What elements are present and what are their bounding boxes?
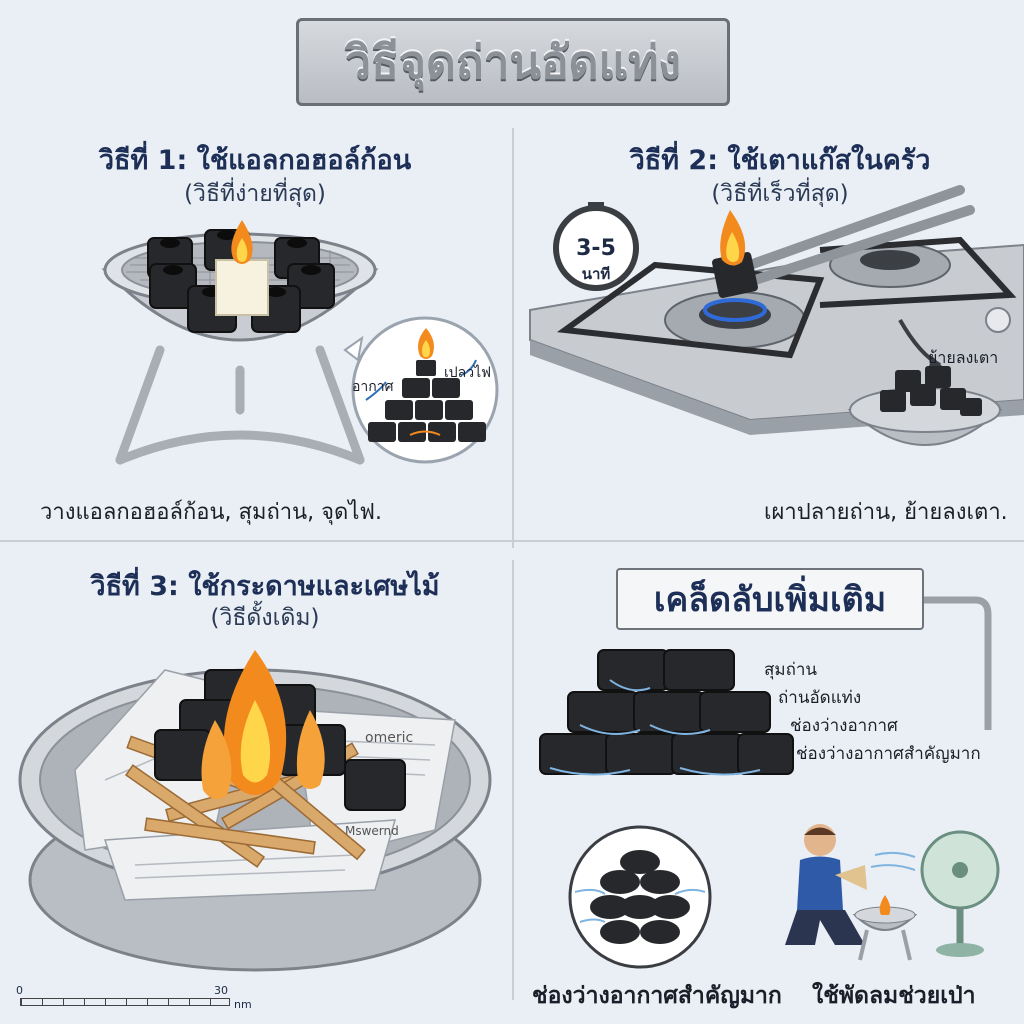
person xyxy=(785,824,867,945)
tips-fan-illustration xyxy=(785,824,1000,961)
burning-briquette xyxy=(712,210,758,298)
method3-illustration: omeric Mswernd xyxy=(18,650,492,972)
method1-caption: วางแอลกอฮอล์ก้อน, สุมถ่าน, จุดไฟ. xyxy=(40,500,382,525)
timer-unit: นาที xyxy=(581,265,611,283)
method1-illustration xyxy=(101,220,499,465)
scale-bar-unit: nm xyxy=(234,998,252,1011)
method1-heading: วิธีที่ 1: ใช้แอลกอฮอล์ก้อน xyxy=(98,145,412,176)
tips-briquette-stack xyxy=(539,649,794,776)
divider-horizontal xyxy=(0,540,1024,542)
flames xyxy=(201,650,325,799)
newspaper-text-1: omeric xyxy=(365,730,413,746)
tips-heading-box: เคล็ดลับเพิ่มเติม xyxy=(616,568,924,630)
scale-bar-start: 0 xyxy=(16,984,23,997)
solid-alcohol-cube xyxy=(215,220,269,316)
divider-vertical-top xyxy=(512,128,514,548)
tongs xyxy=(745,185,975,285)
method2-subheading: (วิธีที่เร็วที่สุด) xyxy=(711,181,849,207)
tips-label-3: ช่องว่างอากาศ xyxy=(790,716,898,736)
method2-caption: เผาปลายถ่าน, ย้ายลงเตา. xyxy=(764,500,1008,525)
method1-subheading: (วิธีที่ง่ายที่สุด) xyxy=(184,181,326,207)
inset-flame-label: เปลวไฟ xyxy=(444,365,492,381)
tips-caption-fan: ใช้พัดลมช่วยเป่า xyxy=(812,983,976,1009)
tips-pipe xyxy=(924,596,992,730)
tips-heading: เคล็ดลับเพิ่มเติม xyxy=(653,580,887,620)
tips-label-2: ถ่านอัดแท่ง xyxy=(778,688,862,708)
tips-airgap-circle xyxy=(568,825,712,969)
method3-subheading: (วิธีดั้งเดิม) xyxy=(210,605,320,631)
method3-heading: วิธีที่ 3: ใช้กระดาษและเศษไม้ xyxy=(90,571,440,602)
page-title-box: วิธีจุดถ่านอัดแท่ง xyxy=(296,18,730,106)
grill-legs xyxy=(115,345,365,465)
page-title: วิธีจุดถ่านอัดแท่ง xyxy=(345,34,681,89)
small-grill xyxy=(852,895,918,961)
inset-air-label: อากาศ xyxy=(352,379,394,395)
airflow-inset xyxy=(343,316,499,464)
charcoal-bowl xyxy=(847,366,1003,446)
tips-label-4: ช่องว่างอากาศสำคัญมาก xyxy=(796,744,981,764)
electric-fan xyxy=(920,830,1000,957)
timer-icon xyxy=(553,202,639,291)
method2-illustration xyxy=(529,185,1024,446)
method2-heading: วิธีที่ 2: ใช้เตาแก๊สในครัว xyxy=(629,145,931,176)
tips-caption-airgap: ช่องว่างอากาศสำคัญมาก xyxy=(532,983,782,1009)
scale-bar xyxy=(20,998,230,1006)
timer-value: 3-5 xyxy=(576,236,616,261)
newspaper-text-2: Mswernd xyxy=(345,824,399,838)
move-to-stove-label: ย้ายลงเตา xyxy=(928,348,999,367)
scale-bar-end: 30 xyxy=(214,984,228,997)
tips-label-1: สุมถ่าน xyxy=(764,660,818,680)
divider-vertical-bottom xyxy=(512,560,514,1000)
